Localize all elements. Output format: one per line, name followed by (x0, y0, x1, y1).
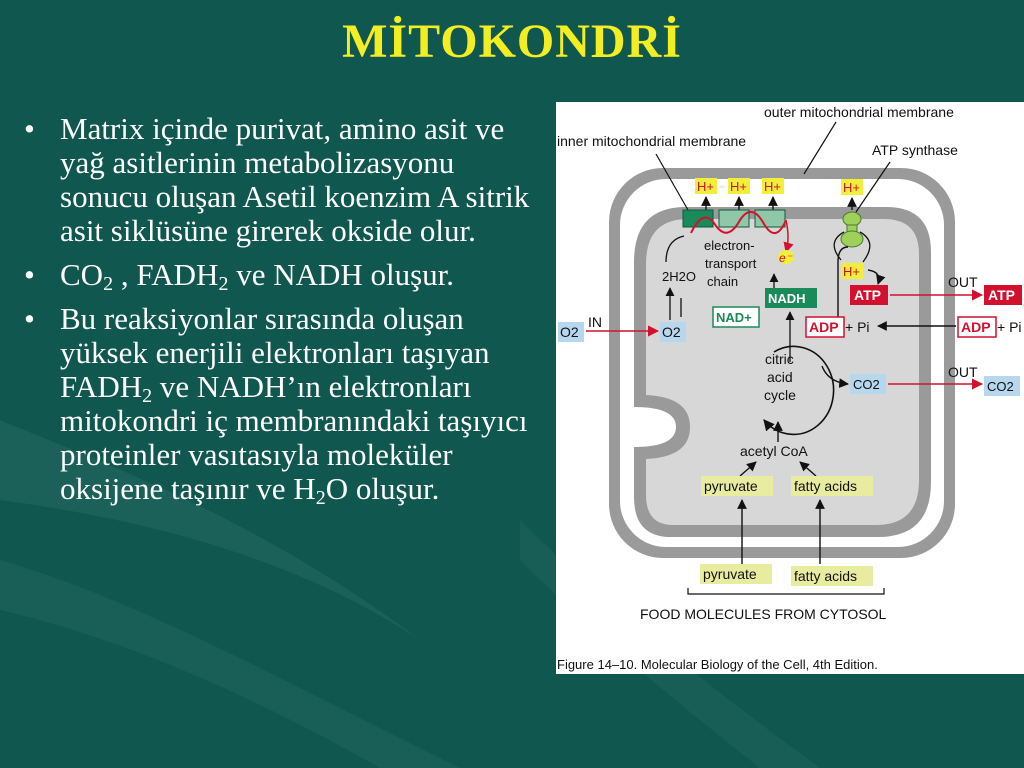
bullet-item: •CO2 , FADH2 ve NADH oluşur. (22, 257, 547, 295)
electron-icon (778, 250, 794, 264)
fatty-acids-outside-label: fatty acids (794, 568, 857, 584)
h-plus-label-2: H+ (730, 179, 747, 194)
pyruvate-inside-label: pyruvate (704, 478, 758, 494)
etc-label-line-3: chain (707, 274, 738, 289)
pi-inside-label: + Pi (845, 319, 870, 335)
adp-inside-label: ADP (809, 319, 839, 335)
h-plus-box-5 (841, 263, 863, 279)
o2-outside-box (558, 322, 584, 342)
etc-label-line-1: electron- (704, 238, 755, 253)
bullet-subscript: 2 (315, 487, 326, 509)
bullet-marker: • (24, 301, 35, 336)
h-plus-box-3 (762, 178, 784, 194)
bullet-item: • Bu reaksiyonlar sırasında oluşan yüksek… (22, 301, 547, 509)
water-arrow (665, 235, 685, 317)
bullet-item: • Matrix içinde purivat, amino asit ve ya… (22, 112, 547, 248)
pyruvate-outside-label: pyruvate (703, 566, 757, 582)
water-label: 2H2O (662, 269, 696, 284)
electron-label: e⁻ (779, 251, 794, 265)
bullet-text: Bu reaksiyonlar sırasında oluşan yüksek … (60, 301, 490, 404)
nadh-label: NADH (768, 291, 806, 306)
etc-complex-1 (682, 209, 714, 228)
bullet-text: CO (60, 257, 104, 292)
nad-plus-label: NAD+ (716, 310, 752, 325)
atp-synthase-base (840, 230, 864, 248)
electron-path (690, 211, 787, 234)
out-label-atp: OUT (948, 274, 978, 290)
co2-inside-label: CO2 (853, 377, 880, 392)
mitochondria-figure: outer mitochondrial membrane inner mitoc… (556, 102, 1024, 674)
co2-outside-label: CO2 (987, 379, 1014, 394)
atp-synthase-pointer (855, 161, 891, 213)
citric-acid-cycle-loop (763, 345, 835, 436)
bullet-marker: • (24, 257, 35, 292)
bullet-list: • Matrix içinde purivat, amino asit ve ya… (22, 112, 547, 516)
bullet-text: , FADH (113, 257, 219, 292)
etc-label-line-2: transport (705, 256, 757, 271)
food-molecules-label: FOOD MOLECULES FROM CYTOSOL (640, 606, 887, 622)
slide-title: MİTOKONDRİ (342, 15, 682, 68)
atp-inside-label: ATP (854, 287, 881, 303)
fatty-acids-inside-box (791, 476, 873, 496)
electron-down-path (783, 219, 794, 254)
atp-synthase-head (842, 211, 862, 227)
atp-synthase-label: ATP synthase (872, 142, 958, 158)
cycle-label-line-1: citric (765, 351, 794, 367)
food-bracket (687, 588, 885, 595)
pi-outside-label: + Pi (997, 319, 1022, 335)
nad-plus-box (712, 306, 760, 328)
pyruvate-outside-box (700, 564, 772, 584)
out-label-co2: OUT (948, 364, 978, 380)
outer-membrane-label: outer mitochondrial membrane (764, 104, 954, 120)
adp-to-atp-arrow (837, 246, 849, 317)
bullet-text: Matrix içinde purivat, amino asit ve yağ… (60, 111, 530, 248)
acetyl-coa-label: acetyl CoA (740, 443, 808, 459)
pyruvate-inside-box (701, 476, 773, 496)
h-plus-box-2 (728, 178, 750, 194)
inner-membrane-pointer (655, 153, 689, 211)
bullet-marker: • (24, 111, 35, 146)
atp-outside-box (984, 285, 1022, 305)
inner-membrane-label: inner mitochondrial membrane (557, 133, 746, 149)
fatty-acids-inside-label: fatty acids (794, 478, 857, 494)
adp-outside-label: ADP (961, 319, 991, 335)
h-plus-label-3: H+ (764, 179, 781, 194)
adp-inside-box (805, 316, 845, 338)
co2-outside-box (984, 376, 1020, 396)
bullet-subscript: 2 (103, 273, 114, 295)
bullet-text: ve NADH’ın elektronları mitokondri iç me… (60, 369, 528, 506)
h-plus-box-1 (695, 178, 717, 194)
nadh-box (765, 288, 817, 308)
in-label: IN (588, 314, 602, 330)
o2-inside-label: O2 (662, 324, 681, 340)
bullet-subscript: 2 (218, 273, 229, 295)
h-plus-label-4: H+ (843, 180, 860, 195)
bullet-text: ve NADH oluşur. (228, 257, 455, 292)
o2-outside-label: O2 (560, 324, 579, 340)
cycle-to-co2-arrow (821, 365, 849, 388)
atp-synthase-right-arrow (859, 231, 871, 263)
fatty-to-acetyl-arrow (799, 461, 817, 477)
etc-complex-2 (718, 209, 750, 228)
cycle-label-line-2: acid (767, 369, 793, 385)
adp-outside-box (957, 316, 997, 338)
h-plus-label-1: H+ (697, 179, 714, 194)
fatty-acids-outside-box (791, 566, 873, 586)
h-plus-box-4 (841, 179, 863, 195)
cycle-label-line-3: cycle (764, 387, 796, 403)
figure-caption: Figure 14–10. Molecular Biology of the C… (557, 657, 878, 672)
pyruvate-to-acetyl-arrow (739, 461, 757, 477)
outer-membrane-pointer (803, 121, 837, 175)
co2-inside-box (850, 374, 886, 394)
atp-outside-label: ATP (988, 287, 1015, 303)
h-to-atp-arrow (867, 269, 886, 285)
bullet-subscript: 2 (142, 385, 153, 407)
atp-inside-box (850, 285, 888, 305)
h-plus-label-5: H+ (843, 264, 860, 279)
o2-inside-box (660, 322, 686, 342)
bullet-text: O oluşur. (325, 471, 440, 506)
